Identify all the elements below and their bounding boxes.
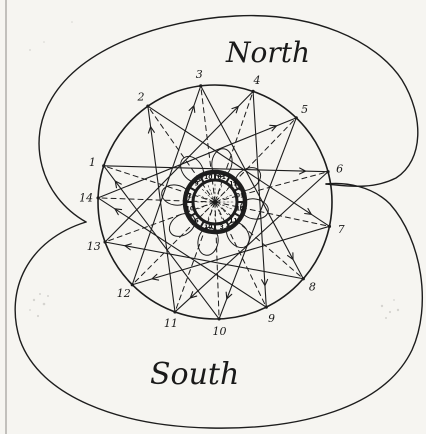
- rim-point-9: [265, 306, 268, 309]
- inner-ring-label-10: 2: [188, 192, 192, 199]
- inner-ring-label-3: 01: [236, 192, 244, 199]
- rim-point-11: [173, 310, 176, 313]
- point-label-13: 13: [87, 240, 101, 253]
- rim-point-14: [96, 196, 99, 199]
- rim-point-2: [146, 105, 149, 108]
- rim-point-3: [199, 84, 202, 87]
- south-label: South: [150, 357, 239, 392]
- rim-point-7: [328, 225, 331, 228]
- point-label-4: 4: [252, 74, 260, 87]
- point-label-14: 14: [79, 191, 93, 204]
- inner-ring-label-5: 11: [229, 217, 237, 224]
- point-label-11: 11: [164, 317, 178, 330]
- point-label-7: 7: [338, 223, 345, 236]
- inner-ring-label-9: 10: [186, 206, 194, 213]
- rim-point-12: [131, 283, 134, 286]
- inner-ring-label-12: 10: [204, 174, 212, 181]
- rim-point-10: [217, 317, 220, 320]
- inner-ring-label-1: 01: [218, 174, 226, 181]
- point-label-1: 1: [89, 156, 96, 169]
- point-label-6: 6: [336, 163, 343, 176]
- inner-ring-label-7: 10: [204, 224, 212, 231]
- rim-point-8: [302, 277, 305, 280]
- rim-point-1: [102, 164, 105, 167]
- inner-ring-label-8: 6: [195, 217, 199, 224]
- point-label-10: 10: [213, 325, 227, 338]
- inner-ring-label-2: 11: [229, 181, 237, 188]
- inner-ring-label-4: 12: [236, 206, 244, 213]
- rim-point-13: [103, 240, 106, 243]
- point-label-5: 5: [301, 103, 308, 116]
- inner-ring-label-6: 3: [220, 224, 224, 231]
- rim-point-5: [295, 116, 298, 119]
- point-label-12: 12: [117, 287, 131, 300]
- point-label-9: 9: [268, 312, 275, 325]
- inner-ring-label-11: 9: [195, 181, 199, 188]
- point-label-2: 2: [137, 90, 145, 103]
- north-label: North: [225, 36, 310, 69]
- point-label-8: 8: [309, 281, 316, 294]
- rim-point-4: [251, 90, 254, 93]
- rim-point-6: [326, 170, 329, 173]
- point-label-3: 3: [196, 68, 203, 81]
